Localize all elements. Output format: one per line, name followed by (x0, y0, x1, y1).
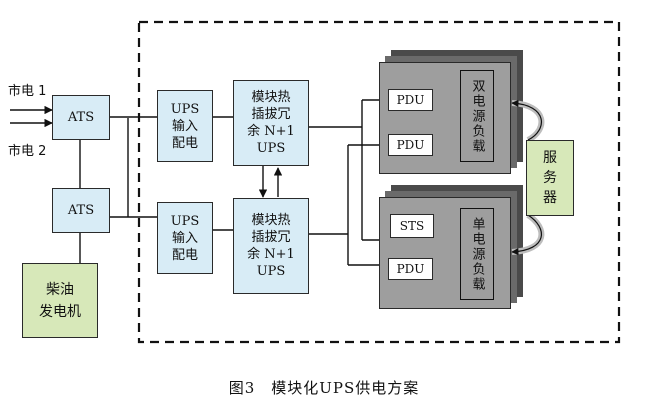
ups-module-bottom-box: 模块热 插拔冗 余 N+1 UPS (233, 198, 309, 294)
ups-input-bottom-box: UPS 输入 配电 (157, 202, 213, 274)
pdu-top-1-box: PDU (388, 89, 433, 111)
server-box: 服 务 器 (526, 140, 574, 216)
ats-top-box: ATS (52, 95, 110, 140)
sts-box: STS (390, 214, 434, 238)
grid-2-label: 市电 2 (8, 144, 47, 159)
ups-module-top-box: 模块热 插拔冗 余 N+1 UPS (233, 80, 309, 166)
ats-bottom-box: ATS (52, 188, 110, 233)
diesel-generator-box: 柴油 发电机 (22, 263, 98, 338)
figure-caption: 图3 模块化UPS供电方案 (228, 379, 420, 397)
pdu-bottom-box: PDU (388, 258, 433, 280)
pdu-top-2-box: PDU (388, 134, 433, 156)
system-boundary (137, 20, 621, 344)
ups-input-top-box: UPS 输入 配电 (157, 90, 213, 162)
dual-power-load-box: 双电源负载 (460, 70, 494, 162)
single-power-load-box: 单电源负载 (460, 208, 494, 300)
grid-1-label: 市电 1 (8, 84, 47, 99)
